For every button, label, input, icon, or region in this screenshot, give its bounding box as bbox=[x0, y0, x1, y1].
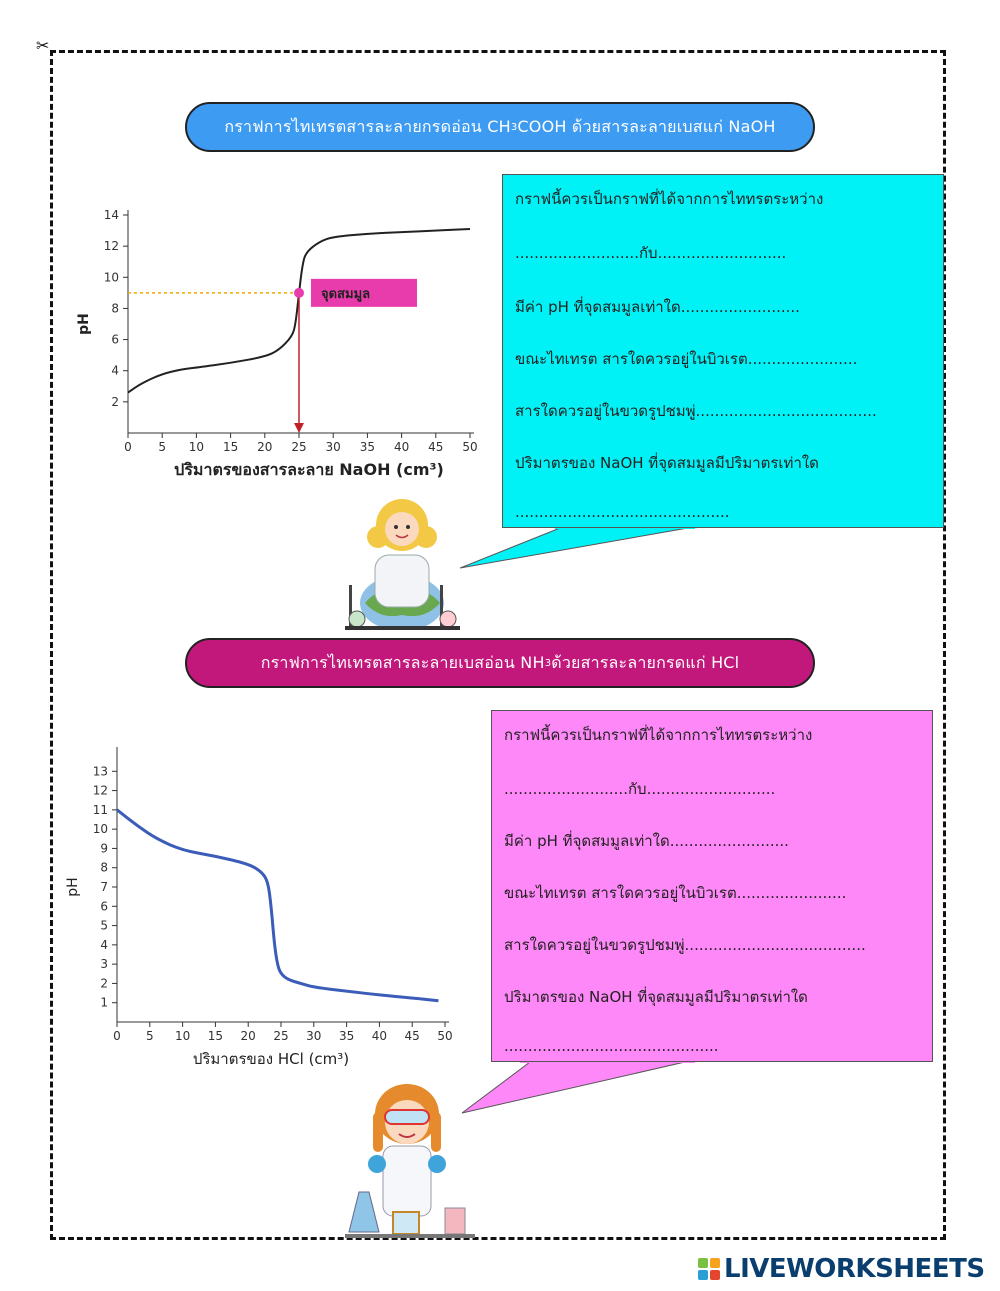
x-tick-label: 30 bbox=[326, 440, 341, 454]
y-tick-label: 10 bbox=[104, 270, 119, 284]
heading-2-prefix: กราฟการไทเทรตสารละลายเบสอ่อน NH bbox=[260, 652, 545, 672]
y-axis-label: pH bbox=[76, 313, 92, 335]
scissors-icon: ✂ bbox=[36, 36, 50, 55]
y-tick-label: 10 bbox=[93, 822, 108, 836]
x-tick-label: 45 bbox=[428, 440, 443, 454]
x-tick-label: 40 bbox=[394, 440, 409, 454]
y-tick-label: 2 bbox=[100, 976, 108, 990]
x-tick-label: 50 bbox=[437, 1029, 452, 1043]
answer-blank-1-1[interactable]: ..........................กับ...........… bbox=[515, 244, 787, 262]
scientist-girl-globe-illustration bbox=[345, 499, 460, 630]
x-tick-label: 0 bbox=[124, 440, 132, 454]
question-2-4[interactable]: สารใดควรอยู่ในขวดรูปชมพู่...............… bbox=[504, 936, 866, 954]
x-axis-label: ปริมาตรของสารละลาย NaOH (cm³) bbox=[174, 460, 444, 479]
question-1-2[interactable]: มีค่า pH ที่จุดสมมูลเท่าใด..............… bbox=[515, 298, 800, 316]
cut-out-frame bbox=[50, 50, 946, 1240]
y-tick-label: 7 bbox=[100, 880, 108, 894]
x-tick-label: 10 bbox=[189, 440, 204, 454]
heading-1-subscript: 3 bbox=[510, 121, 518, 133]
x-tick-label: 20 bbox=[257, 440, 272, 454]
x-tick-label: 5 bbox=[146, 1029, 154, 1043]
y-tick-label: 4 bbox=[100, 938, 108, 952]
x-tick-label: 15 bbox=[223, 440, 238, 454]
x-tick-label: 20 bbox=[241, 1029, 256, 1043]
liveworksheets-logo: LIVEWORKSHEETS bbox=[698, 1254, 985, 1284]
y-axis-label: pH bbox=[65, 877, 81, 896]
x-tick-label: 0 bbox=[113, 1029, 121, 1043]
titration-curve bbox=[116, 808, 439, 1003]
y-tick-label: 11 bbox=[93, 803, 108, 817]
arrow-down-icon bbox=[294, 423, 304, 433]
y-tick-label: 9 bbox=[100, 841, 108, 855]
speech-tail-1 bbox=[460, 520, 695, 569]
y-tick-label: 6 bbox=[111, 333, 119, 347]
titration-chart-acid: 0 5 10 15 20 25 30 35 40 45 50 2 4 6 8 10 12 14 pH ปริมาตรข… bbox=[76, 208, 478, 479]
answer-blank-2-5[interactable]: ........................................… bbox=[504, 1037, 719, 1055]
titration-curve bbox=[127, 228, 471, 394]
question-1-4[interactable]: สารใดควรอยู่ในขวดรูปชมพู่...............… bbox=[515, 402, 877, 420]
question-2-2[interactable]: มีค่า pH ที่จุดสมมูลเท่าใด..............… bbox=[504, 832, 789, 850]
scientist-girl-goggles-illustration bbox=[345, 1084, 475, 1238]
question-box-2: กราฟนี้ควรเป็นกราฟที่ได้จากการไททรตระหว่… bbox=[491, 710, 933, 1062]
heading-2-subscript: 3 bbox=[544, 657, 552, 669]
y-tick-label: 2 bbox=[111, 395, 119, 409]
x-tick-label: 15 bbox=[208, 1029, 223, 1043]
speech-tail-2 bbox=[461, 1055, 695, 1114]
x-tick-label: 35 bbox=[339, 1029, 354, 1043]
x-tick-label: 35 bbox=[360, 440, 375, 454]
equivalence-label: จุดสมมูล bbox=[321, 287, 370, 302]
question-1-1: กราฟนี้ควรเป็นกราฟที่ได้จากการไททรตระหว่… bbox=[515, 190, 824, 208]
question-box-1: กราฟนี้ควรเป็นกราฟที่ได้จากการไททรตระหว่… bbox=[502, 174, 944, 528]
y-tick-label: 6 bbox=[100, 899, 108, 913]
y-tick-label: 14 bbox=[104, 208, 119, 222]
y-tick-label: 4 bbox=[111, 364, 119, 378]
x-tick-label: 50 bbox=[462, 440, 477, 454]
y-tick-label: 12 bbox=[93, 784, 108, 798]
y-tick-label: 8 bbox=[111, 301, 119, 315]
question-2-3[interactable]: ขณะไทเทรต สารใดควรอยู่ในบิวเรต..........… bbox=[504, 884, 847, 902]
y-tick-label: 12 bbox=[104, 239, 119, 253]
question-2-5: ปริมาตรของ NaOH ที่จุดสมมูลมีปริมาตรเท่า… bbox=[504, 988, 808, 1006]
x-tick-label: 5 bbox=[158, 440, 166, 454]
y-tick-label: 5 bbox=[100, 919, 108, 933]
logo-blocks-icon bbox=[698, 1258, 720, 1280]
question-2-1: กราฟนี้ควรเป็นกราฟที่ได้จากการไททรตระหว่… bbox=[504, 726, 813, 744]
equivalence-point-marker bbox=[294, 287, 304, 298]
answer-blank-1-5[interactable]: ........................................… bbox=[515, 503, 730, 521]
x-tick-label: 10 bbox=[175, 1029, 190, 1043]
x-tick-label: 45 bbox=[405, 1029, 420, 1043]
heading-1-suffix: COOH ด้วยสารละลายเบสแก่ NaOH bbox=[517, 116, 776, 136]
question-1-5: ปริมาตรของ NaOH ที่จุดสมมูลมีปริมาตรเท่า… bbox=[515, 454, 819, 472]
x-tick-label: 25 bbox=[291, 440, 306, 454]
y-tick-label: 8 bbox=[100, 861, 108, 875]
x-tick-label: 30 bbox=[306, 1029, 321, 1043]
answer-blank-2-1[interactable]: ..........................กับ...........… bbox=[504, 780, 776, 798]
x-tick-label: 25 bbox=[273, 1029, 288, 1043]
y-tick-label: 1 bbox=[100, 996, 108, 1010]
heading-1-prefix: กราฟการไทเทรตสารละลายกรดอ่อน CH bbox=[224, 116, 511, 136]
equivalence-label-box bbox=[311, 278, 417, 307]
question-1-3[interactable]: ขณะไทเทรต สารใดควรอยู่ในบิวเรต..........… bbox=[515, 350, 858, 368]
x-tick-label: 40 bbox=[372, 1029, 387, 1043]
y-tick-label: 13 bbox=[93, 764, 108, 778]
logo-text: LIVEWORKSHEETS bbox=[724, 1254, 985, 1284]
heading-2-suffix: ด้วยสารละลายกรดแก่ HCl bbox=[551, 652, 740, 672]
y-tick-label: 3 bbox=[100, 957, 108, 971]
x-axis-label: ปริมาตรของ HCl (cm³) bbox=[193, 1050, 349, 1068]
